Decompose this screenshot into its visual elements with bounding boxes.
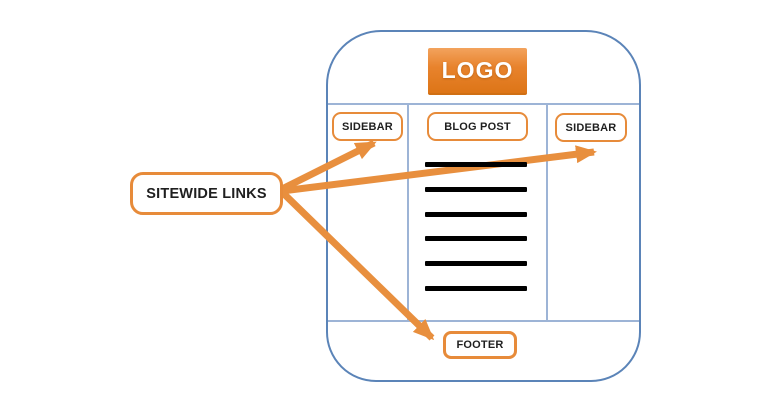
text-line-placeholder [425,261,527,267]
blog-text-placeholder [425,162,527,291]
right-column-divider-line [546,105,548,320]
blog-post-box: BLOG POST [427,112,528,141]
text-line-placeholder [425,186,527,192]
header-divider-line [328,103,639,105]
text-line-placeholder [425,236,527,242]
blog-post-label: BLOG POST [444,120,511,133]
footer-divider-line [328,320,639,322]
text-line-placeholder [425,211,527,217]
left-sidebar-label: SIDEBAR [342,120,393,133]
logo-box: LOGO [428,48,527,95]
sitewide-links-box: SITEWIDE LINKS [130,172,283,215]
footer-box: FOOTER [443,331,517,359]
webpage-frame: LOGO SIDEBAR BLOG POST SIDEBAR FOOTER [326,30,641,382]
footer-label: FOOTER [456,339,504,351]
sitewide-links-label: SITEWIDE LINKS [146,185,267,202]
right-sidebar-box: SIDEBAR [555,113,627,142]
left-column-divider-line [407,105,409,320]
text-line-placeholder [425,162,527,167]
left-sidebar-box: SIDEBAR [332,112,403,141]
right-sidebar-label: SIDEBAR [565,121,617,134]
text-line-placeholder [425,285,527,291]
logo-label: LOGO [441,57,514,83]
